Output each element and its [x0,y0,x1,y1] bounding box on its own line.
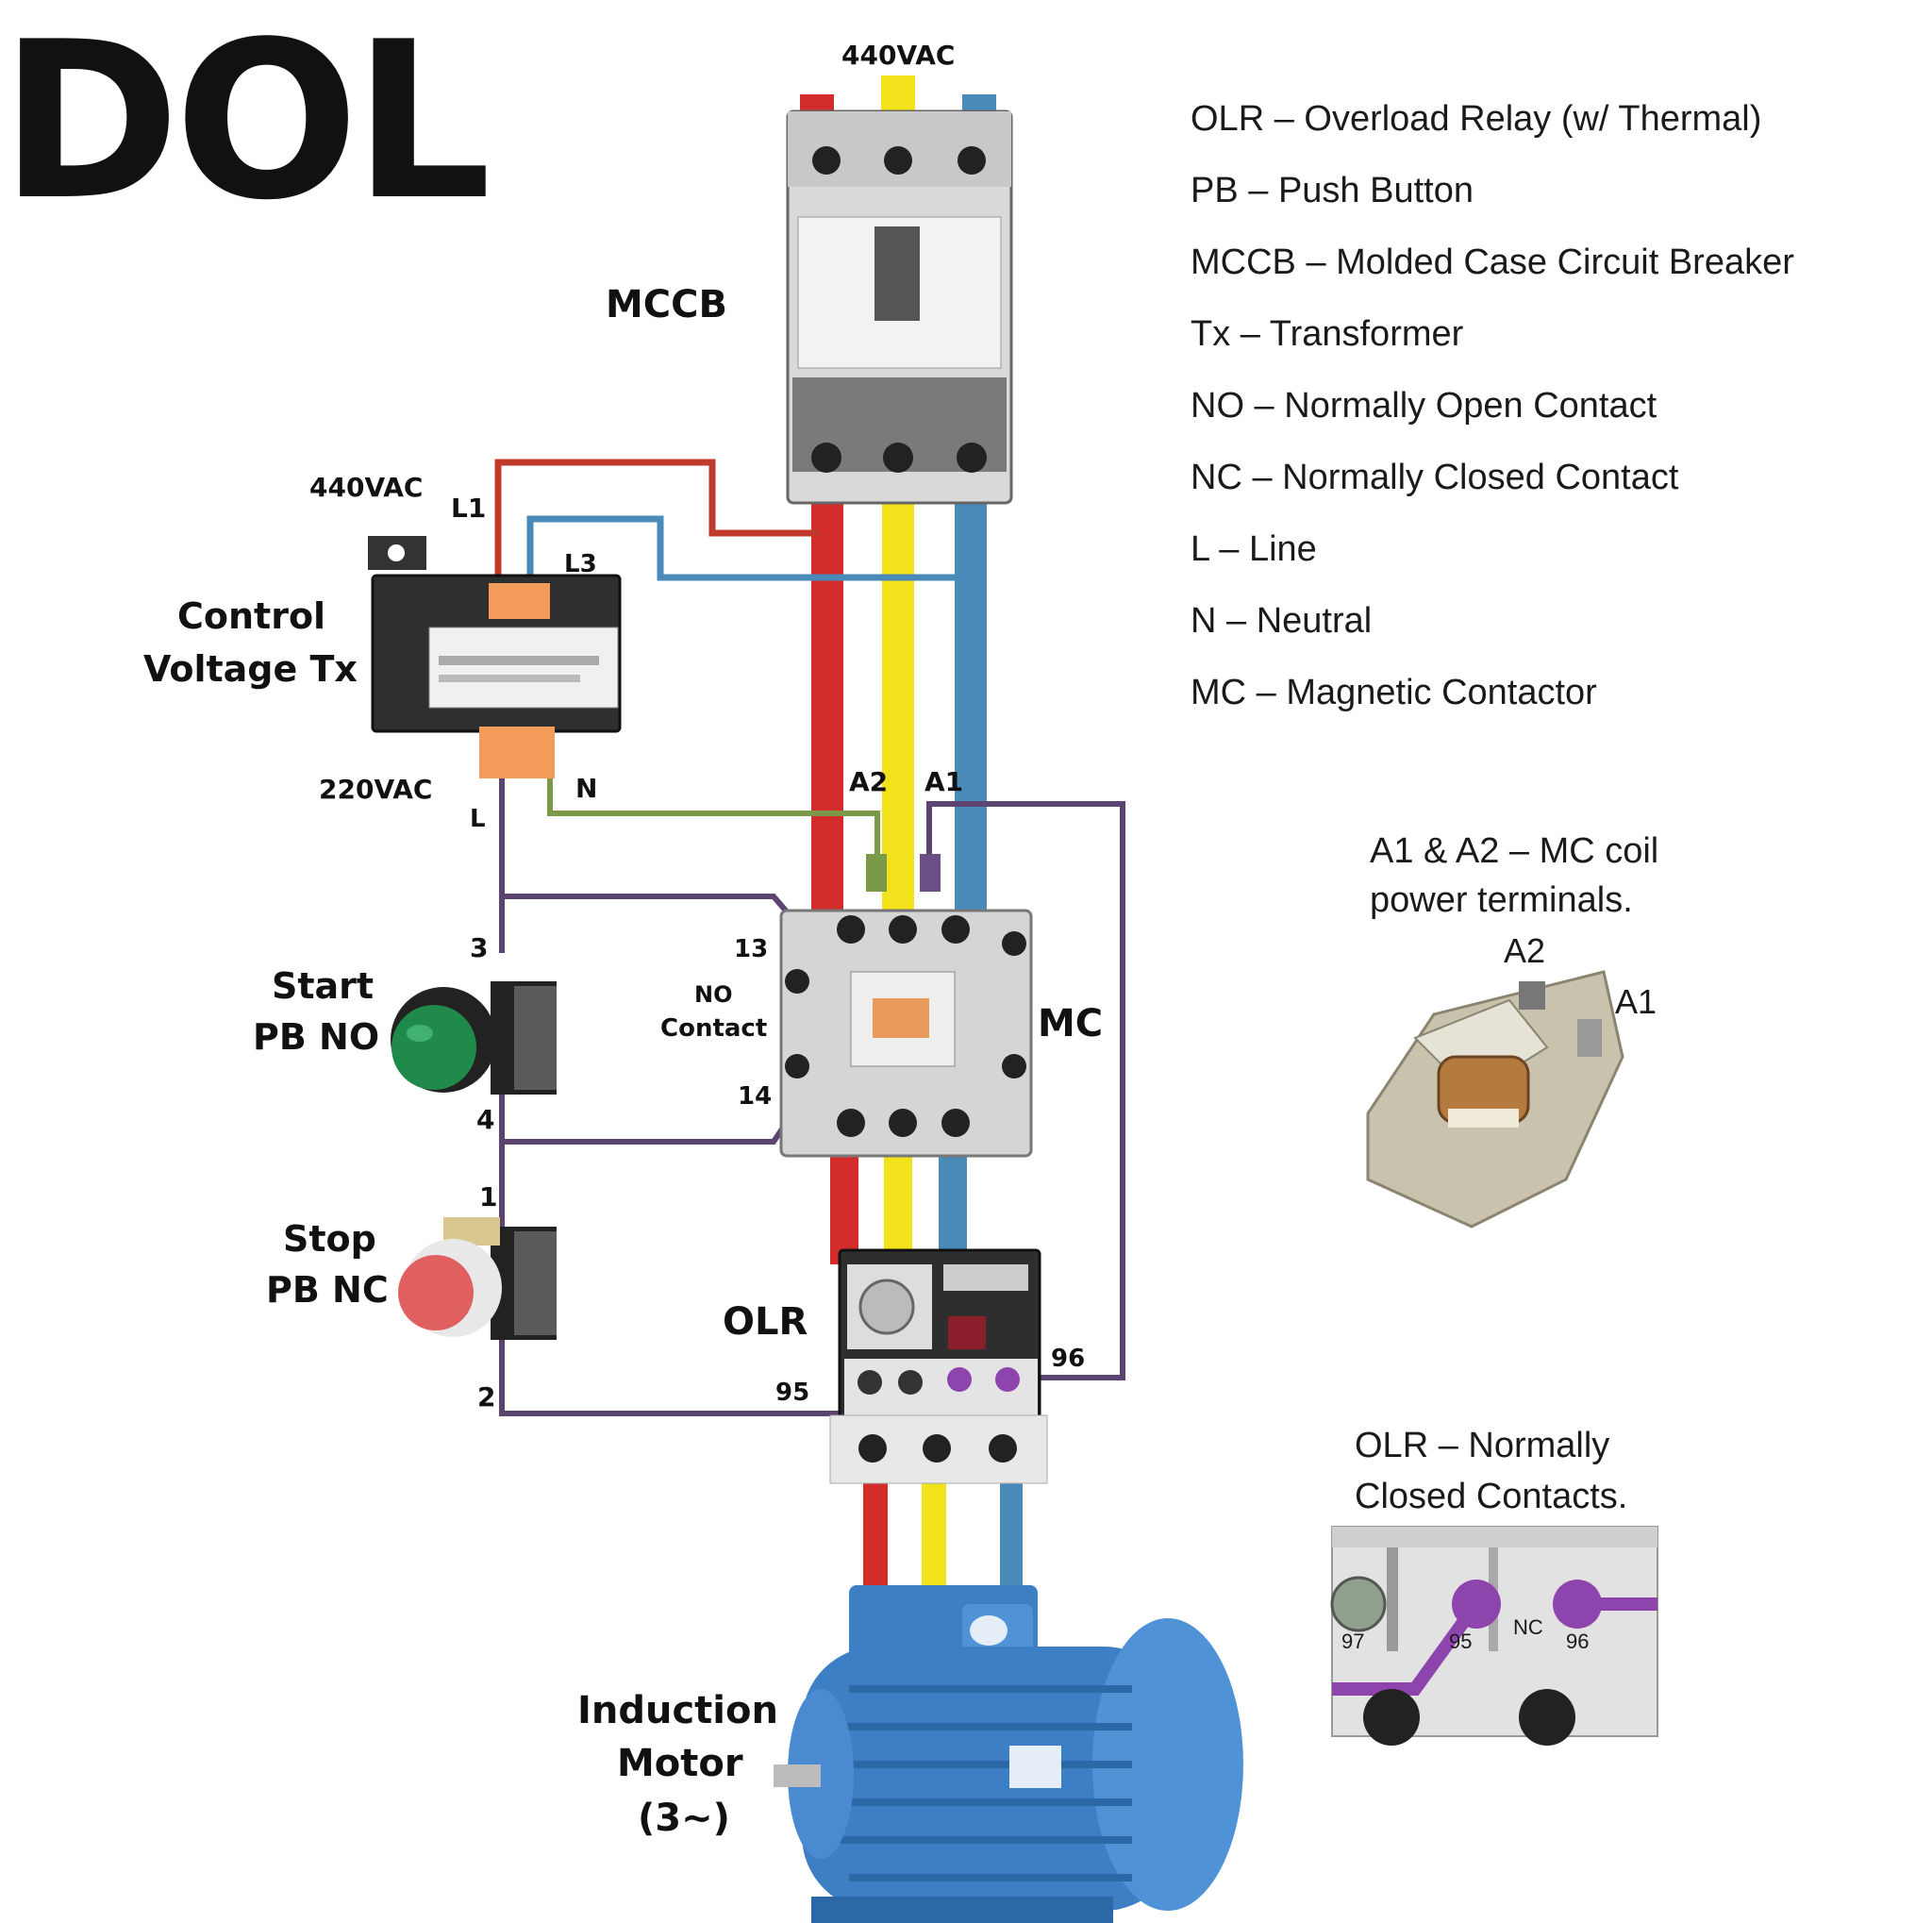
legend-item-no: NO – Normally Open Contact [1191,386,1657,426]
main-power-wires [800,75,1023,1595]
olr-nc-contacts-inset: 97 95 NC 96 [1330,1526,1658,1746]
coil-note-line2: power terminals. [1370,880,1633,920]
wire-l3-mccb-mc [955,477,987,911]
coil-terminal-a2 [866,854,887,892]
tx-terminal-l3-label: L3 [564,550,597,578]
mccb-toggle-handle [874,226,920,321]
mccb-label: MCCB [606,283,727,326]
no-contact-label-line2: Contact [660,1014,767,1043]
tx-feed-l3-wire [526,515,972,604]
olr-terminal-96: 96 [1051,1345,1085,1373]
no-contact-label-line1: NO [694,981,733,1008]
wire-l2-olr-motor [922,1472,946,1595]
coil-terminal-a1 [920,854,941,892]
coil-a2-tab [1519,981,1545,1010]
wire-l2-mccb-mc [882,477,914,911]
contactor-label: MC [1038,1002,1103,1045]
start-pb-label-line2: PB NO [253,1016,379,1058]
transformer-feed-wires [494,459,972,604]
tx-terminal-l1-label: L1 [451,493,486,524]
legend-item-olr: OLR – Overload Relay (w/ Thermal) [1191,99,1761,139]
tx-feed-l1-wire [494,459,821,604]
legend-item-l: L – Line [1191,529,1317,569]
control-wire-3-to-13 [502,894,805,931]
wire-l1-mc-olr [830,1142,858,1264]
inset-mark-97: 97 [1341,1630,1364,1653]
magnetic-contactor [779,854,1033,1158]
legend-item-mc: MC – Magnetic Contactor [1191,673,1597,712]
stop-pb-label-line2: PB NC [266,1269,389,1311]
wire-l3-olr-motor [1000,1472,1023,1595]
tx-output-voltage-label: 220VAC [319,774,432,805]
tx-terminal-n-label: N [575,773,597,804]
inset-mark-96: 96 [1566,1630,1589,1653]
tx-input-terminal-block [489,583,550,619]
contactor-terminal-a1: A1 [924,766,963,797]
legend-item-n: N – Neutral [1191,601,1372,641]
stop-push-button [398,1217,557,1340]
legend: OLR – Overload Relay (w/ Thermal) PB – P… [1191,99,1794,712]
stop-pb-terminal-2: 2 [477,1381,495,1413]
stop-pb-label-line1: Stop [283,1218,376,1260]
start-pb-label-line1: Start [272,965,374,1007]
legend-item-mccb: MCCB – Molded Case Circuit Breaker [1191,242,1794,282]
coil-wire-n-to-a2 [547,774,880,854]
contactor-terminal-14: 14 [738,1082,772,1111]
wire-l2-mc-olr [884,1142,912,1264]
olr-label: OLR [723,1300,808,1344]
inset-contact-95 [1452,1580,1501,1629]
supply-voltage-label: 440VAC [841,40,955,71]
motor-label-line1: Induction [577,1689,778,1732]
olr-nc-note-line1: OLR – Normally [1355,1426,1609,1465]
start-pb-terminal-4: 4 [476,1104,494,1135]
overload-relay [829,1248,1048,1484]
tx-label-line1: Control [177,595,325,637]
inset-mark-nc: NC [1513,1615,1543,1639]
olr-reset-button [948,1316,986,1349]
coil-note-line1: A1 & A2 – MC coil [1370,831,1658,871]
legend-item-pb: PB – Push Button [1191,171,1474,210]
wire-l1-olr-motor [863,1472,888,1595]
olr-nc-note-line2: Closed Contacts. [1355,1477,1627,1516]
inset-contact-96 [1553,1580,1602,1629]
olr-dial [858,1279,915,1335]
control-voltage-transformer [368,536,622,778]
coil-note-a1: A1 [1615,982,1657,1021]
tx-terminal-l-label: L [470,805,486,833]
diagram-title: DOL [0,0,486,248]
control-wire-96-to-a1 [926,801,1125,1380]
olr-contact-95 [947,1367,972,1392]
stop-pb-terminal-1: 1 [479,1181,497,1212]
olr-contact-96 [995,1367,1020,1392]
olr-terminal-95: 95 [775,1379,809,1407]
contactor-terminal-13: 13 [734,935,768,963]
mccb-breaker [786,109,1013,505]
wire-l1-mccb-mc [811,477,843,911]
coil-a1-tab [1577,1019,1602,1057]
contactor-indicator [873,998,929,1038]
legend-item-nc: NC – Normally Closed Contact [1191,458,1679,497]
contactor-terminal-a2: A2 [849,766,888,797]
induction-motor [774,1585,1243,1923]
motor-label-line3: (3~) [638,1797,730,1840]
start-pb-terminal-3: 3 [470,932,488,963]
tx-input-voltage-label: 440VAC [309,472,423,503]
coil-note-a2: A2 [1504,931,1545,970]
motor-shaft [774,1764,821,1787]
inset-mark-95: 95 [1449,1630,1472,1653]
contactor-coil-image [1366,970,1624,1229]
wire-l3-mc-olr [939,1142,967,1264]
tx-label-line2: Voltage Tx [143,648,358,690]
inset-wire [1332,1599,1482,1696]
legend-item-tx: Tx – Transformer [1191,314,1464,354]
tx-output-terminal-block [479,727,555,778]
start-push-button [391,981,557,1095]
motor-label-line2: Motor [617,1742,743,1785]
